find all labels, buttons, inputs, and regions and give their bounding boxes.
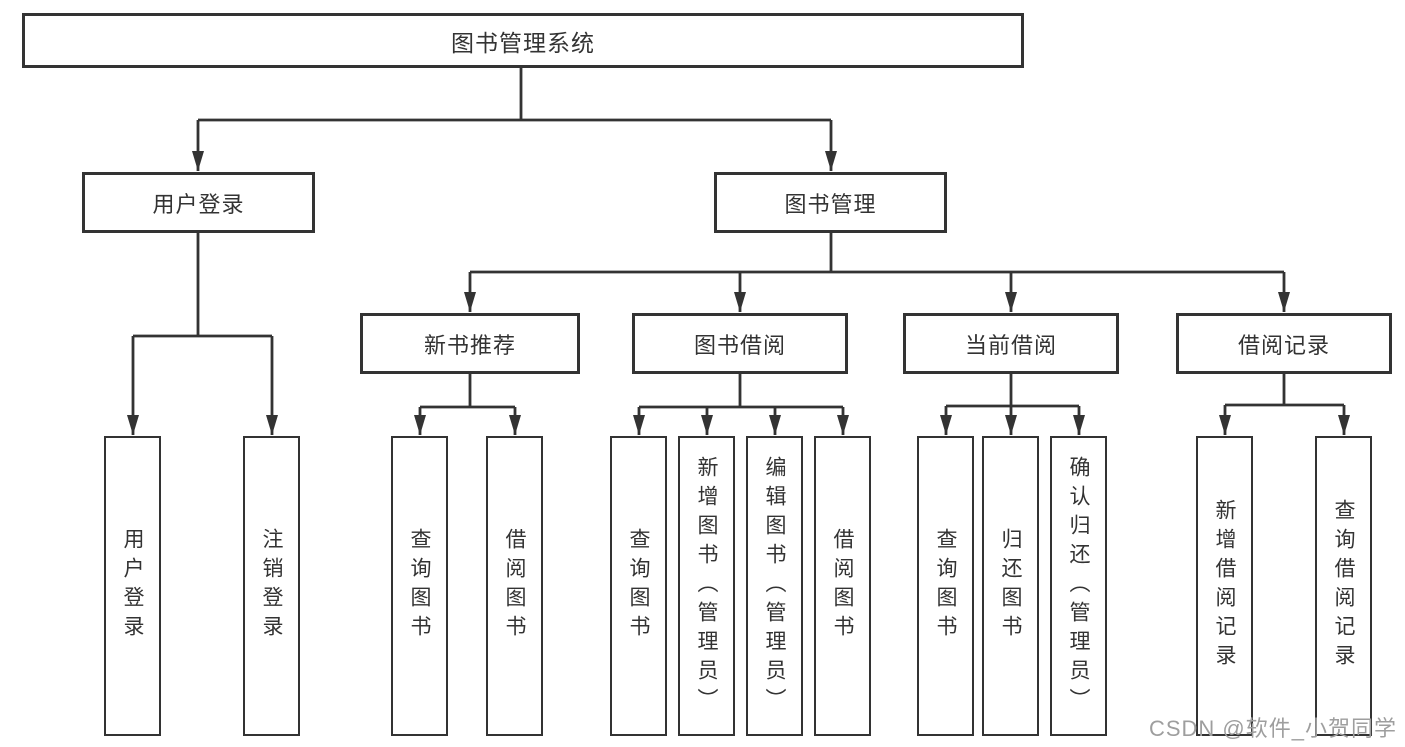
mid-node-new-book-recommend: 新书推荐 xyxy=(360,313,580,374)
leaf-node-query-books-borrow: 查询图书 xyxy=(610,436,667,736)
leaf-node-query-books-recommend: 查询图书 xyxy=(391,436,448,736)
leaf-label: 用户登录 xyxy=(121,528,144,644)
leaf-node-confirm-return-admin: 确认归还（管理员） xyxy=(1050,436,1107,736)
leaf-node-query-borrow-record: 查询借阅记录 xyxy=(1315,436,1372,736)
connector-trunks xyxy=(133,68,1344,409)
leaf-label: 新增借阅记录 xyxy=(1213,499,1236,673)
leaf-label: 查询图书 xyxy=(934,528,957,644)
mid-node-book-borrow: 图书借阅 xyxy=(632,313,848,374)
leaf-label: 编辑图书（管理员） xyxy=(763,455,786,717)
leaf-node-add-books-admin: 新增图书（管理员） xyxy=(678,436,735,736)
leaf-label: 确认归还（管理员） xyxy=(1067,455,1090,717)
leaf-node-add-borrow-record: 新增借阅记录 xyxy=(1196,436,1253,736)
leaf-node-borrow-books: 借阅图书 xyxy=(814,436,871,736)
branch-node-book-management: 图书管理 xyxy=(714,172,947,233)
leaf-node-borrow-books-recommend: 借阅图书 xyxy=(486,436,543,736)
mid-node-current-borrow: 当前借阅 xyxy=(903,313,1119,374)
leaf-label: 查询图书 xyxy=(627,528,650,644)
leaf-node-user-login: 用户登录 xyxy=(104,436,161,736)
leaf-node-return-books: 归还图书 xyxy=(982,436,1039,736)
root-node-system: 图书管理系统 xyxy=(22,13,1024,68)
leaf-label: 归还图书 xyxy=(999,528,1022,644)
leaf-node-logout: 注销登录 xyxy=(243,436,300,736)
leaf-label: 借阅图书 xyxy=(831,528,854,644)
leaf-label: 借阅图书 xyxy=(503,528,526,644)
connector-arrows xyxy=(127,120,1350,435)
branch-node-user-login: 用户登录 xyxy=(82,172,315,233)
mid-node-borrow-record: 借阅记录 xyxy=(1176,313,1392,374)
leaf-label: 注销登录 xyxy=(260,528,283,644)
leaf-label: 查询图书 xyxy=(408,528,431,644)
csdn-watermark: CSDN @软件_小贺同学 xyxy=(1148,716,1397,741)
leaf-node-edit-books-admin: 编辑图书（管理员） xyxy=(746,436,803,736)
leaf-node-query-books-current: 查询图书 xyxy=(917,436,974,736)
leaf-label: 查询借阅记录 xyxy=(1332,499,1355,673)
leaf-label: 新增图书（管理员） xyxy=(695,455,718,717)
